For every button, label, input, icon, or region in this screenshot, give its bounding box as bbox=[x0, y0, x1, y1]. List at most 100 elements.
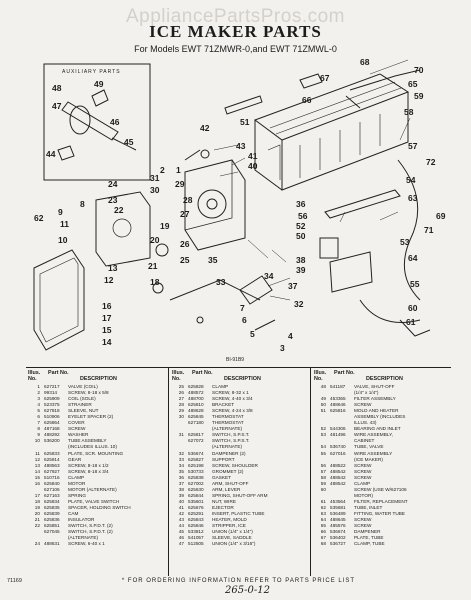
part-no-cell: 625827 bbox=[188, 456, 204, 462]
description-cell: FILTER, REPLACEMENT bbox=[354, 498, 408, 504]
callout-number: 3 bbox=[280, 343, 285, 353]
callout-number: 28 bbox=[183, 195, 193, 205]
part-no-cell: 625291 bbox=[188, 510, 204, 516]
description-cell: NUT, WIRE bbox=[212, 498, 236, 504]
illus-no-cell: 26 bbox=[178, 390, 184, 396]
part-no-cell: 488542 bbox=[330, 468, 346, 474]
illus-no-cell: 68 bbox=[320, 541, 326, 547]
description-cell: TUBE ASSEMBLY bbox=[68, 438, 107, 444]
description-cell: SCREW, SHOULDER bbox=[212, 462, 258, 468]
callout-number: 68 bbox=[360, 57, 370, 67]
callout-number: 17 bbox=[102, 313, 112, 323]
callout-number: 54 bbox=[406, 175, 416, 185]
description-cell: VALVE (COIL) bbox=[68, 384, 98, 389]
header-description: DESCRIPTION bbox=[80, 376, 117, 382]
callout-number: 67 bbox=[320, 73, 330, 83]
callout-number: 11 bbox=[60, 219, 69, 229]
auxiliary-parts-frame bbox=[43, 63, 151, 181]
illus-no-cell: 15 bbox=[34, 474, 40, 480]
part-no-cell: 625630 bbox=[188, 486, 204, 492]
callout-number: 38 bbox=[296, 255, 306, 265]
callout-number: 72 bbox=[426, 157, 436, 167]
illus-no-cell: 48 bbox=[320, 384, 326, 389]
description-cell: SCREW, 8-18 x 3/4 bbox=[68, 468, 109, 474]
column-divider bbox=[168, 368, 169, 576]
column-divider bbox=[310, 368, 311, 576]
description-cell: SWITCH, S.P.S.T. bbox=[212, 438, 250, 444]
illus-no-cell: 22 bbox=[34, 523, 40, 529]
description-cell: CLAMP, TUBE bbox=[354, 541, 385, 547]
description-cell: SCREW bbox=[354, 474, 372, 480]
illus-no-cell: 58 bbox=[320, 474, 326, 480]
description-cell: FILTER ASSEMBLY bbox=[354, 396, 396, 402]
description-cell: PLATE, VALVE SWITCH bbox=[68, 498, 120, 504]
header-part-no: Part No. bbox=[48, 370, 69, 376]
illus-no-cell: 33 bbox=[178, 456, 184, 462]
callout-number: 21 bbox=[148, 261, 158, 271]
description-cell: GASKET bbox=[212, 474, 232, 480]
description-cell: SPACER, HOLDING SWITCH bbox=[68, 504, 131, 510]
description-cell: PLATE, SCR. MOUNTING bbox=[68, 450, 124, 456]
part-no-cell: 625833 bbox=[44, 450, 60, 456]
description-cell: INSERT, PLASTIC TUBE bbox=[212, 510, 265, 516]
part-no-cell: 625914 bbox=[44, 456, 60, 462]
description-cell: ASSEMBLY (INCLUDES bbox=[354, 414, 406, 420]
part-no-cell: 541057 bbox=[188, 535, 204, 541]
callout-number: 60 bbox=[408, 303, 418, 313]
bearing-inlet bbox=[329, 251, 373, 293]
part-no-cell: 625843 bbox=[188, 517, 204, 523]
part-no-cell: 536740 bbox=[330, 444, 346, 450]
part-no-cell: 488645 bbox=[330, 517, 346, 523]
description-cell: TUBE, VALVE bbox=[354, 444, 384, 450]
description-cell: STRIPPER, ICE bbox=[212, 523, 246, 529]
callout-number: 32 bbox=[294, 299, 304, 309]
part-no-cell: 625846 bbox=[188, 523, 204, 529]
callout-number: 19 bbox=[160, 221, 170, 231]
callout-number: 52 bbox=[296, 221, 306, 231]
description-cell: SCREW, 8-18 x 5/8 bbox=[68, 390, 109, 396]
table-row: ASSEMBLY (INCLUDES bbox=[314, 414, 450, 420]
illus-no-cell: 64 bbox=[320, 517, 326, 523]
description-cell: DAMPENER (2) bbox=[212, 450, 246, 456]
illus-no-cell: 61 bbox=[320, 498, 326, 504]
callout-number: 41 bbox=[248, 151, 258, 161]
callout-number: 7 bbox=[240, 303, 245, 313]
description-cell: BRACKET bbox=[212, 402, 235, 408]
illus-no-cell: 50 bbox=[320, 402, 326, 408]
table-row: (INCLUDES ILLUS. 10) bbox=[28, 444, 166, 450]
callout-number: 69 bbox=[436, 211, 446, 221]
description-cell: EJECTOR bbox=[212, 504, 234, 510]
part-no-cell: 625864 bbox=[44, 420, 60, 426]
illus-no-cell: 5 bbox=[37, 408, 40, 414]
illus-no-cell: 25 bbox=[178, 384, 184, 389]
callout-number: 56 bbox=[298, 211, 308, 221]
callout-number: 48 bbox=[52, 83, 62, 93]
header-illus-no: Illus. No. bbox=[28, 370, 41, 382]
illus-no-cell: 37 bbox=[178, 480, 184, 486]
illus-no-cell: 18 bbox=[34, 498, 40, 504]
callout-number: 6 bbox=[242, 315, 247, 325]
illus-no-cell: 4 bbox=[37, 402, 40, 408]
description-cell: ARM, LEVER bbox=[212, 486, 241, 492]
part-no-cell: 481496 bbox=[330, 432, 346, 438]
